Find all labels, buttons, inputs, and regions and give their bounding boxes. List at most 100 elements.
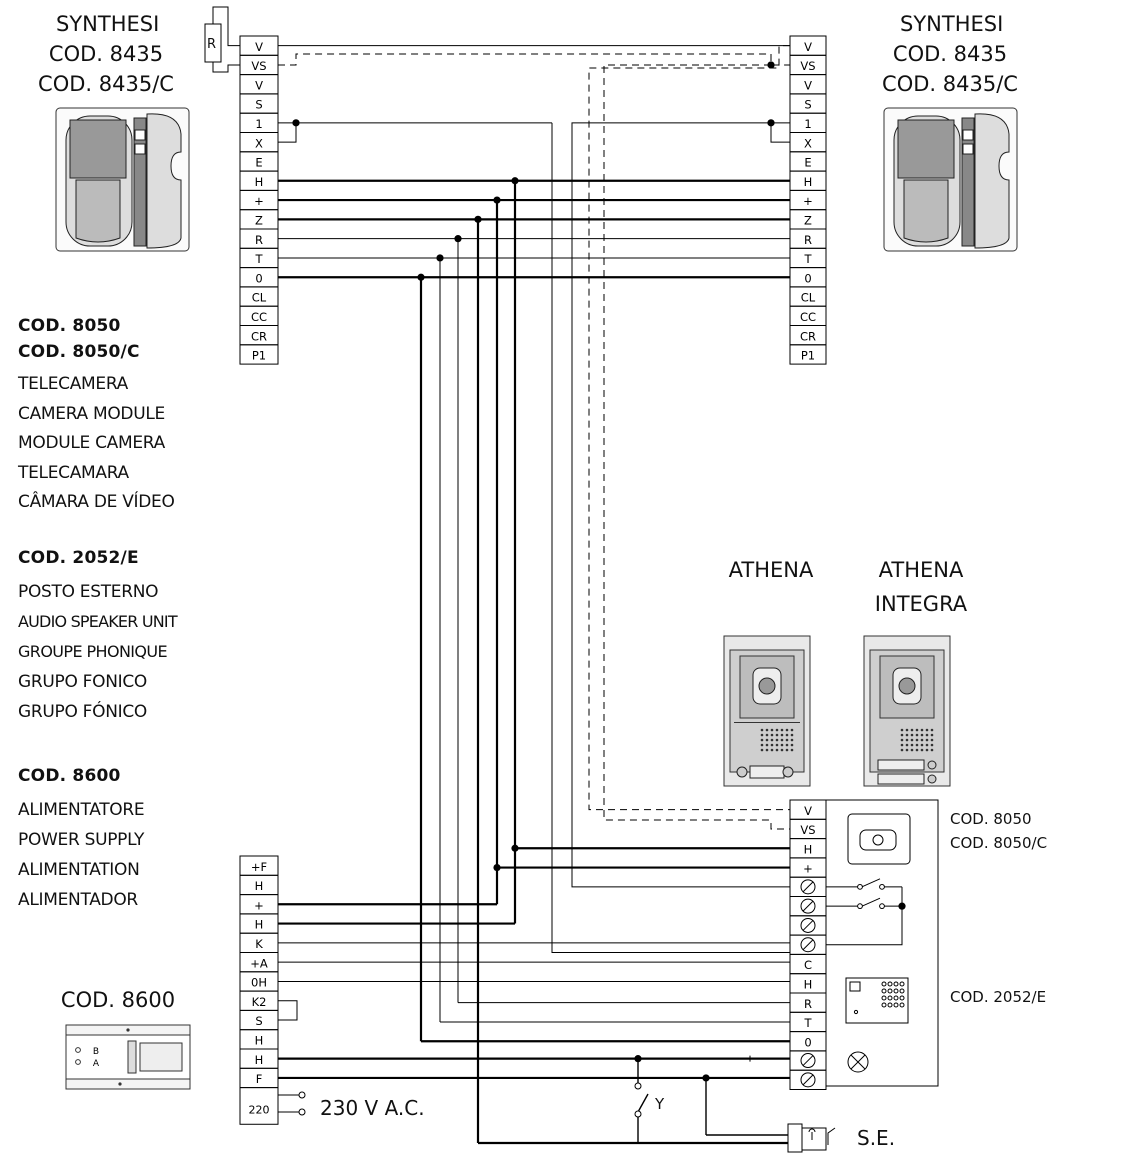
- screw-terminal: [800, 1072, 816, 1088]
- monitor-handset: [146, 113, 182, 249]
- panel-grille-hole: [920, 743, 924, 747]
- mains-terminal: [298, 1091, 306, 1099]
- monitor-button: [134, 129, 146, 141]
- right-monitor-terminal-label: E: [804, 156, 811, 170]
- panel-call-button: [927, 760, 937, 770]
- speaker-grille-hole: [887, 988, 893, 994]
- switch-blade: [637, 1093, 649, 1113]
- panel-grille-hole: [920, 738, 924, 742]
- panel-grille-hole: [930, 743, 934, 747]
- lock-label: S.E.: [857, 1126, 896, 1150]
- panel-grille-hole: [765, 743, 769, 747]
- camera-desc-es: TELECAMARA: [18, 463, 129, 483]
- right-monitor-terminal-label: V: [804, 78, 812, 92]
- panel-grille-hole: [930, 738, 934, 742]
- lock-key-icon: [808, 1128, 816, 1140]
- left-monitor-terminal-label: V: [255, 78, 263, 92]
- left-monitor-terminal-label: Z: [255, 214, 263, 228]
- psu-terminal-label: H: [255, 879, 264, 893]
- panel-grille-hole: [930, 733, 934, 737]
- panel-grille-hole: [765, 748, 769, 752]
- speaker-desc-pt: GRUPO FÓNICO: [18, 702, 148, 722]
- speaker-grille-hole: [887, 1002, 893, 1008]
- panel-call-button: [927, 774, 937, 784]
- monitor-button: [134, 143, 146, 155]
- video-wire: [588, 45, 790, 811]
- right-monitor-terminal-label: CC: [800, 310, 816, 324]
- speaker-grille-hole: [899, 1002, 905, 1008]
- speaker-grille-hole: [893, 995, 899, 1001]
- monitor-handset: [974, 113, 1010, 249]
- panel-grille-hole: [905, 748, 909, 752]
- wire: [571, 122, 790, 888]
- left-monitor-terminal-label: 0: [255, 271, 262, 285]
- psu-window: [139, 1042, 183, 1072]
- panel-grille-hole: [905, 728, 909, 732]
- camera-desc-en: CAMERA MODULE: [18, 404, 165, 424]
- switch-contact: [634, 1110, 642, 1118]
- psu-terminal-label: +F: [251, 860, 267, 874]
- screw-slot: [802, 1074, 814, 1086]
- psu-trimmer: [75, 1059, 81, 1065]
- psu-terminal-label: 0H: [251, 976, 267, 990]
- monitor-button: [962, 129, 974, 141]
- psu-screw: [126, 1028, 130, 1032]
- screw-terminal: [800, 917, 816, 933]
- panel-grille-hole: [915, 748, 919, 752]
- monitor-right-code: COD. 8435: [892, 42, 1008, 66]
- psu-terminal-label: S: [255, 1014, 262, 1028]
- wire: [551, 122, 790, 953]
- panel-grille-hole: [915, 743, 919, 747]
- door-camera-code-c: COD. 8050/C: [950, 834, 1048, 852]
- speaker-grille-hole: [887, 981, 893, 987]
- devices-layer: BA: [55, 107, 1018, 1090]
- panel-grille-hole: [785, 748, 789, 752]
- psu-device-drawing: BA: [65, 1024, 191, 1090]
- panel-grille-hole: [760, 733, 764, 737]
- panel-grille-hole: [790, 738, 794, 742]
- psu-terminal-label: H: [255, 1034, 264, 1048]
- left-monitor-terminal-label: R: [255, 233, 263, 247]
- psu-terminal-label: +: [254, 898, 264, 912]
- speaker-grille-hole: [881, 1002, 887, 1008]
- speaker-grille-hole: [899, 995, 905, 1001]
- monitor-screen: [897, 119, 955, 179]
- monitor-right-code-c: COD. 8435/C: [882, 72, 1018, 96]
- panel-grille-hole: [925, 728, 929, 732]
- wire: [861, 878, 881, 888]
- panel-grille-hole: [905, 733, 909, 737]
- psu-desc-es: ALIMENTADOR: [18, 890, 138, 910]
- panel-grille-hole: [775, 738, 779, 742]
- panel-athena-label: ATHENA: [728, 558, 814, 582]
- panel-grille-hole: [910, 733, 914, 737]
- monitor-screen: [69, 119, 127, 179]
- right-monitor-terminal-label: CR: [800, 329, 816, 343]
- psu-mark-a: A: [93, 1059, 100, 1069]
- panel-grille-hole: [930, 728, 934, 732]
- door-terminal-label: +: [803, 862, 813, 876]
- monitor-lower-panel: [903, 179, 949, 243]
- left-monitor-terminal-label: S: [255, 98, 262, 112]
- psu-terminal-label: H: [255, 918, 264, 932]
- right-monitor-terminal-label: VS: [800, 59, 815, 73]
- right-monitor-terminal-label: V: [804, 40, 812, 54]
- panel-grille-hole: [780, 748, 784, 752]
- door-terminal-label: H: [804, 978, 813, 992]
- panel-grille-hole: [900, 728, 904, 732]
- right-monitor-terminal-label: T: [803, 252, 812, 266]
- panel-grille-hole: [910, 738, 914, 742]
- left-monitor-terminal-label: +: [254, 194, 264, 208]
- panel-grille-hole: [920, 733, 924, 737]
- junction-dot: [493, 196, 501, 204]
- lock-lever: [827, 1127, 836, 1145]
- right-monitor-terminal-label: 0: [804, 271, 811, 285]
- speaker-code: COD. 2052/E: [18, 548, 139, 568]
- panel-grille-hole: [900, 733, 904, 737]
- speaker-grille-hole: [881, 981, 887, 987]
- wire: [826, 886, 903, 946]
- left-monitor-terminal-label: T: [254, 252, 263, 266]
- door-terminal-label: C: [804, 958, 812, 972]
- psu-terminal-label: +A: [250, 956, 268, 970]
- mains-terminal: [298, 1108, 306, 1116]
- panel-grille-hole: [780, 733, 784, 737]
